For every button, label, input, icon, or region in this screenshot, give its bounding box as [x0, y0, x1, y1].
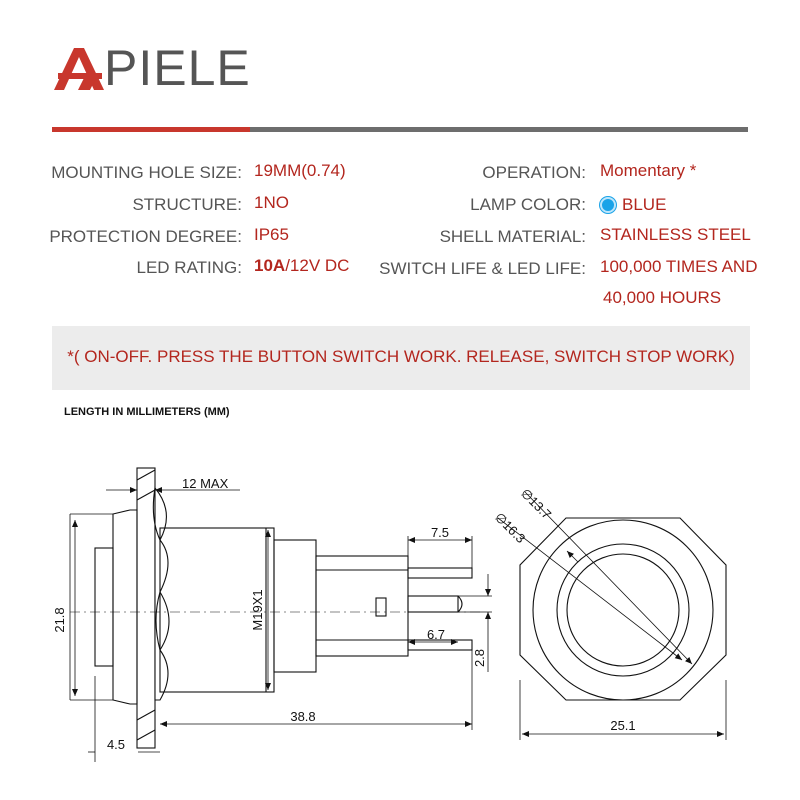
dim-hex-width: 25.1 [610, 718, 635, 733]
brand-logo: PIELE [52, 40, 251, 96]
spec-value-mounting-hole: 19MM(0.74) [254, 161, 346, 180]
spec-value-protection: IP65 [254, 225, 289, 244]
dim-thread: M19X1 [250, 589, 265, 630]
spec-label-operation: OPERATION: [482, 163, 586, 182]
side-view-labels: 12 MAX 21.8 M19X1 7.5 6.7 2.8 38.8 4.5 [52, 476, 487, 752]
spec-label-life: SWITCH LIFE & LED LIFE: [379, 259, 586, 278]
side-view [70, 467, 480, 749]
lamp-color-swatch [600, 197, 616, 213]
spec-value-lamp-color: BLUE [600, 195, 666, 215]
led-rating-current: 10A [254, 256, 286, 275]
dim-total-length: 38.8 [290, 709, 315, 724]
spec-value-shell-material: STAINLESS STEEL [600, 225, 751, 244]
dim-terminal-length: 6.7 [427, 627, 445, 642]
spec-value-structure: 1NO [254, 193, 289, 212]
front-view-labels: 25.1 ∅13.7 ∅16.3 [492, 486, 636, 733]
spec-value-life-line1: 100,000 TIMES AND [600, 257, 758, 276]
front-view-dimensions [497, 491, 727, 740]
spec-value-operation: Momentary * [600, 161, 697, 180]
operation-note: *( ON-OFF. PRESS THE BUTTON SWITCH WORK.… [67, 347, 735, 366]
dim-head-diameter: ∅16.3 [492, 510, 529, 547]
dim-terminal-width: 7.5 [431, 525, 449, 540]
spec-value-life-line2: 40,000 HOURS [603, 288, 722, 307]
spec-value-led-rating: 10A/12V DC [254, 256, 349, 276]
led-rating-voltage: /12V DC [285, 256, 350, 275]
dim-terminal-thickness: 2.8 [472, 649, 487, 667]
dim-height: 21.8 [52, 607, 67, 632]
dim-panel-max: 12 MAX [182, 476, 229, 491]
header-rule-accent [52, 127, 250, 132]
drawing-title: LENGTH IN MILLIMETERS (MM) [64, 406, 230, 418]
spec-label-structure: STRUCTURE: [132, 195, 242, 214]
side-view-dimensions [69, 487, 492, 762]
header-rule [250, 127, 748, 132]
spec-label-shell-material: SHELL MATERIAL: [439, 227, 586, 246]
dim-ring-diameter: ∅13.7 [518, 486, 555, 523]
spec-label-lamp-color: LAMP COLOR: [470, 195, 586, 214]
spec-label-led-rating: LED RATING: [136, 258, 242, 277]
spec-label-mounting-hole: MOUNTING HOLE SIZE: [51, 163, 242, 182]
operation-note-box: *( ON-OFF. PRESS THE BUTTON SWITCH WORK.… [52, 326, 750, 390]
a-logo-icon [54, 48, 104, 90]
dim-head: 4.5 [107, 737, 125, 752]
spec-label-protection: PROTECTION DEGREE: [49, 227, 242, 246]
lamp-color-text: BLUE [622, 195, 667, 214]
brand-name: PIELE [104, 40, 251, 96]
front-view [519, 517, 727, 701]
